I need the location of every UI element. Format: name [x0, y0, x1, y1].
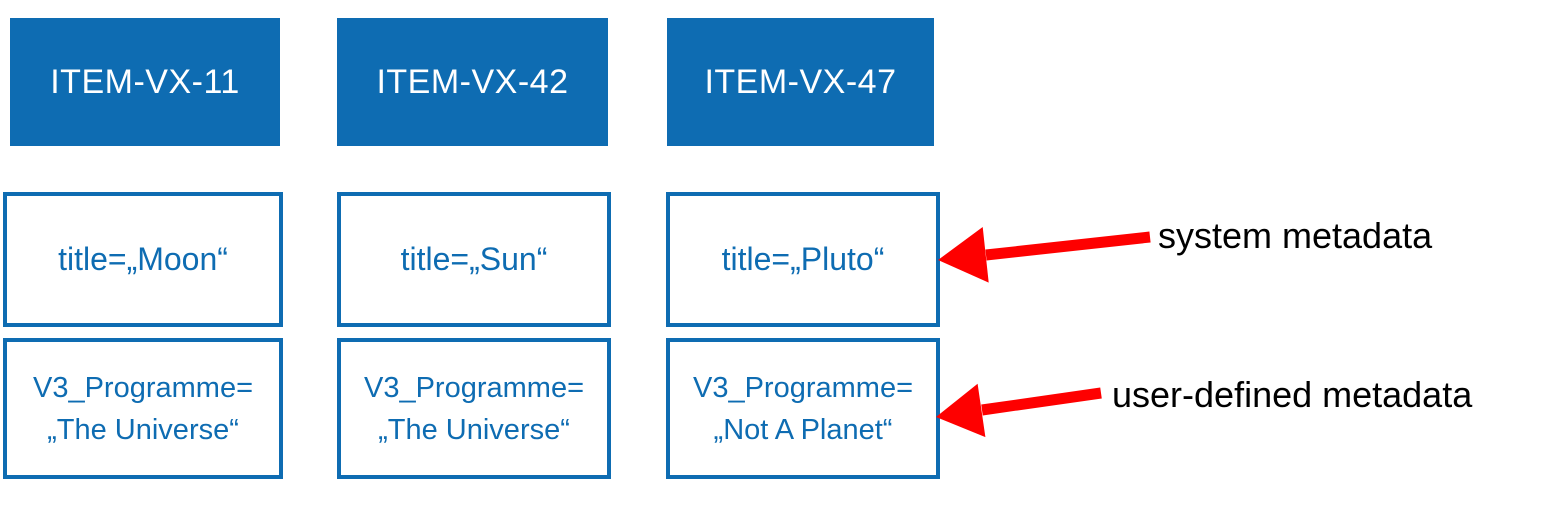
- system-metadata-box-vx-42: title=„Sun“: [337, 192, 611, 327]
- item-header-vx-47: ITEM-VX-47: [667, 18, 934, 146]
- user-metadata-key: V3_Programme=: [32, 371, 254, 404]
- user-metadata-box-vx-42: V3_Programme= „The Universe“: [337, 338, 611, 479]
- system-metadata-label: system metadata: [1158, 215, 1433, 256]
- system-metadata-arrow-icon: [938, 227, 1151, 283]
- user-metadata-key: V3_Programme=: [692, 371, 914, 404]
- user-metadata-value: „Not A Planet“: [713, 413, 893, 446]
- user-metadata-value: „The Universe“: [378, 413, 570, 446]
- system-metadata-value: title=„Sun“: [400, 241, 548, 277]
- user-metadata-arrow-icon: [936, 383, 1102, 438]
- item-header-label: ITEM-VX-47: [704, 62, 897, 101]
- item-header-label: ITEM-VX-42: [376, 62, 569, 101]
- user-metadata-label: user-defined metadata: [1112, 374, 1473, 415]
- system-metadata-value: title=„Pluto“: [721, 241, 885, 277]
- item-header-label: ITEM-VX-11: [50, 62, 240, 101]
- item-header-vx-11: ITEM-VX-11: [10, 18, 280, 146]
- user-metadata-key: V3_Programme=: [363, 371, 585, 404]
- user-metadata-box-vx-11: V3_Programme= „The Universe“: [3, 338, 283, 479]
- system-metadata-value: title=„Moon“: [58, 241, 228, 277]
- system-metadata-box-vx-47: title=„Pluto“: [666, 192, 940, 327]
- item-header-vx-42: ITEM-VX-42: [337, 18, 608, 146]
- system-metadata-box-vx-11: title=„Moon“: [3, 192, 283, 327]
- user-metadata-value: „The Universe“: [47, 413, 239, 446]
- user-metadata-box-vx-47: V3_Programme= „Not A Planet“: [666, 338, 940, 479]
